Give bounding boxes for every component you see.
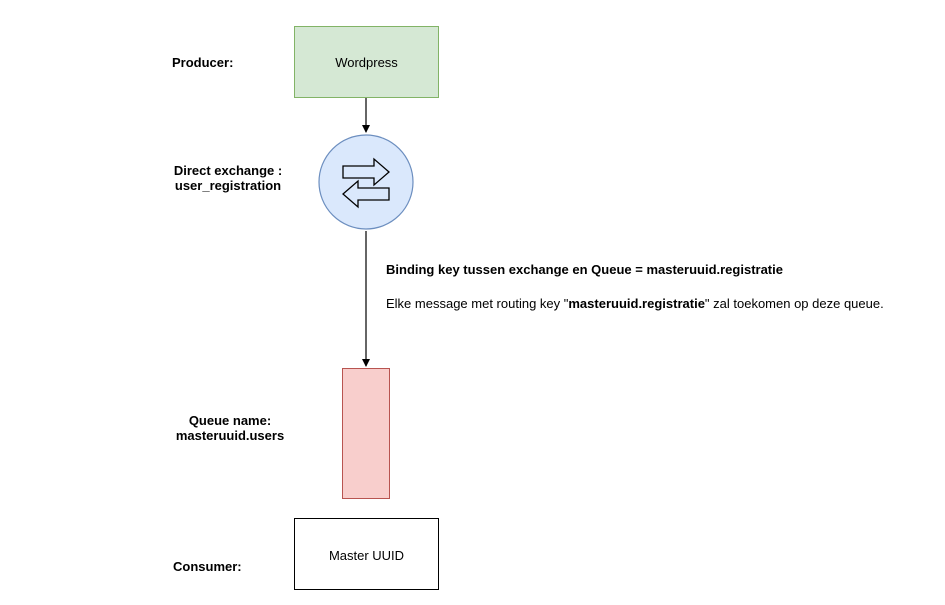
routing-key: masteruuid.registratie	[568, 296, 705, 311]
producer-node-label: Wordpress	[335, 54, 398, 70]
binding-description-after: " zal toekomen op deze queue.	[704, 296, 884, 311]
exchange-label-line1: Direct exchange :	[173, 163, 283, 178]
consumer-node-label: Master UUID	[328, 548, 405, 563]
consumer-node[interactable]: Master UUID	[294, 518, 439, 590]
binding-description-before: Elke message met routing key "	[386, 296, 569, 311]
binding-description: Elke message met routing key "masteruuid…	[386, 296, 884, 311]
queue-label-line1: Queue name:	[188, 413, 272, 428]
binding-heading: Binding key tussen exchange en Queue = m…	[386, 262, 783, 277]
exchange-label: Direct exchange : user_registration	[158, 163, 298, 193]
producer-node[interactable]: Wordpress	[294, 26, 439, 98]
consumer-label: Consumer:	[173, 559, 242, 574]
queue-label: Queue name: masteruuid.users	[165, 413, 295, 443]
queue-node[interactable]	[342, 368, 390, 499]
exchange-node[interactable]	[317, 133, 415, 231]
producer-label: Producer:	[172, 55, 234, 70]
queue-label-line2: masteruuid.users	[175, 428, 285, 443]
exchange-label-line2: user_registration	[174, 178, 282, 193]
swap-arrows-icon	[342, 157, 390, 209]
